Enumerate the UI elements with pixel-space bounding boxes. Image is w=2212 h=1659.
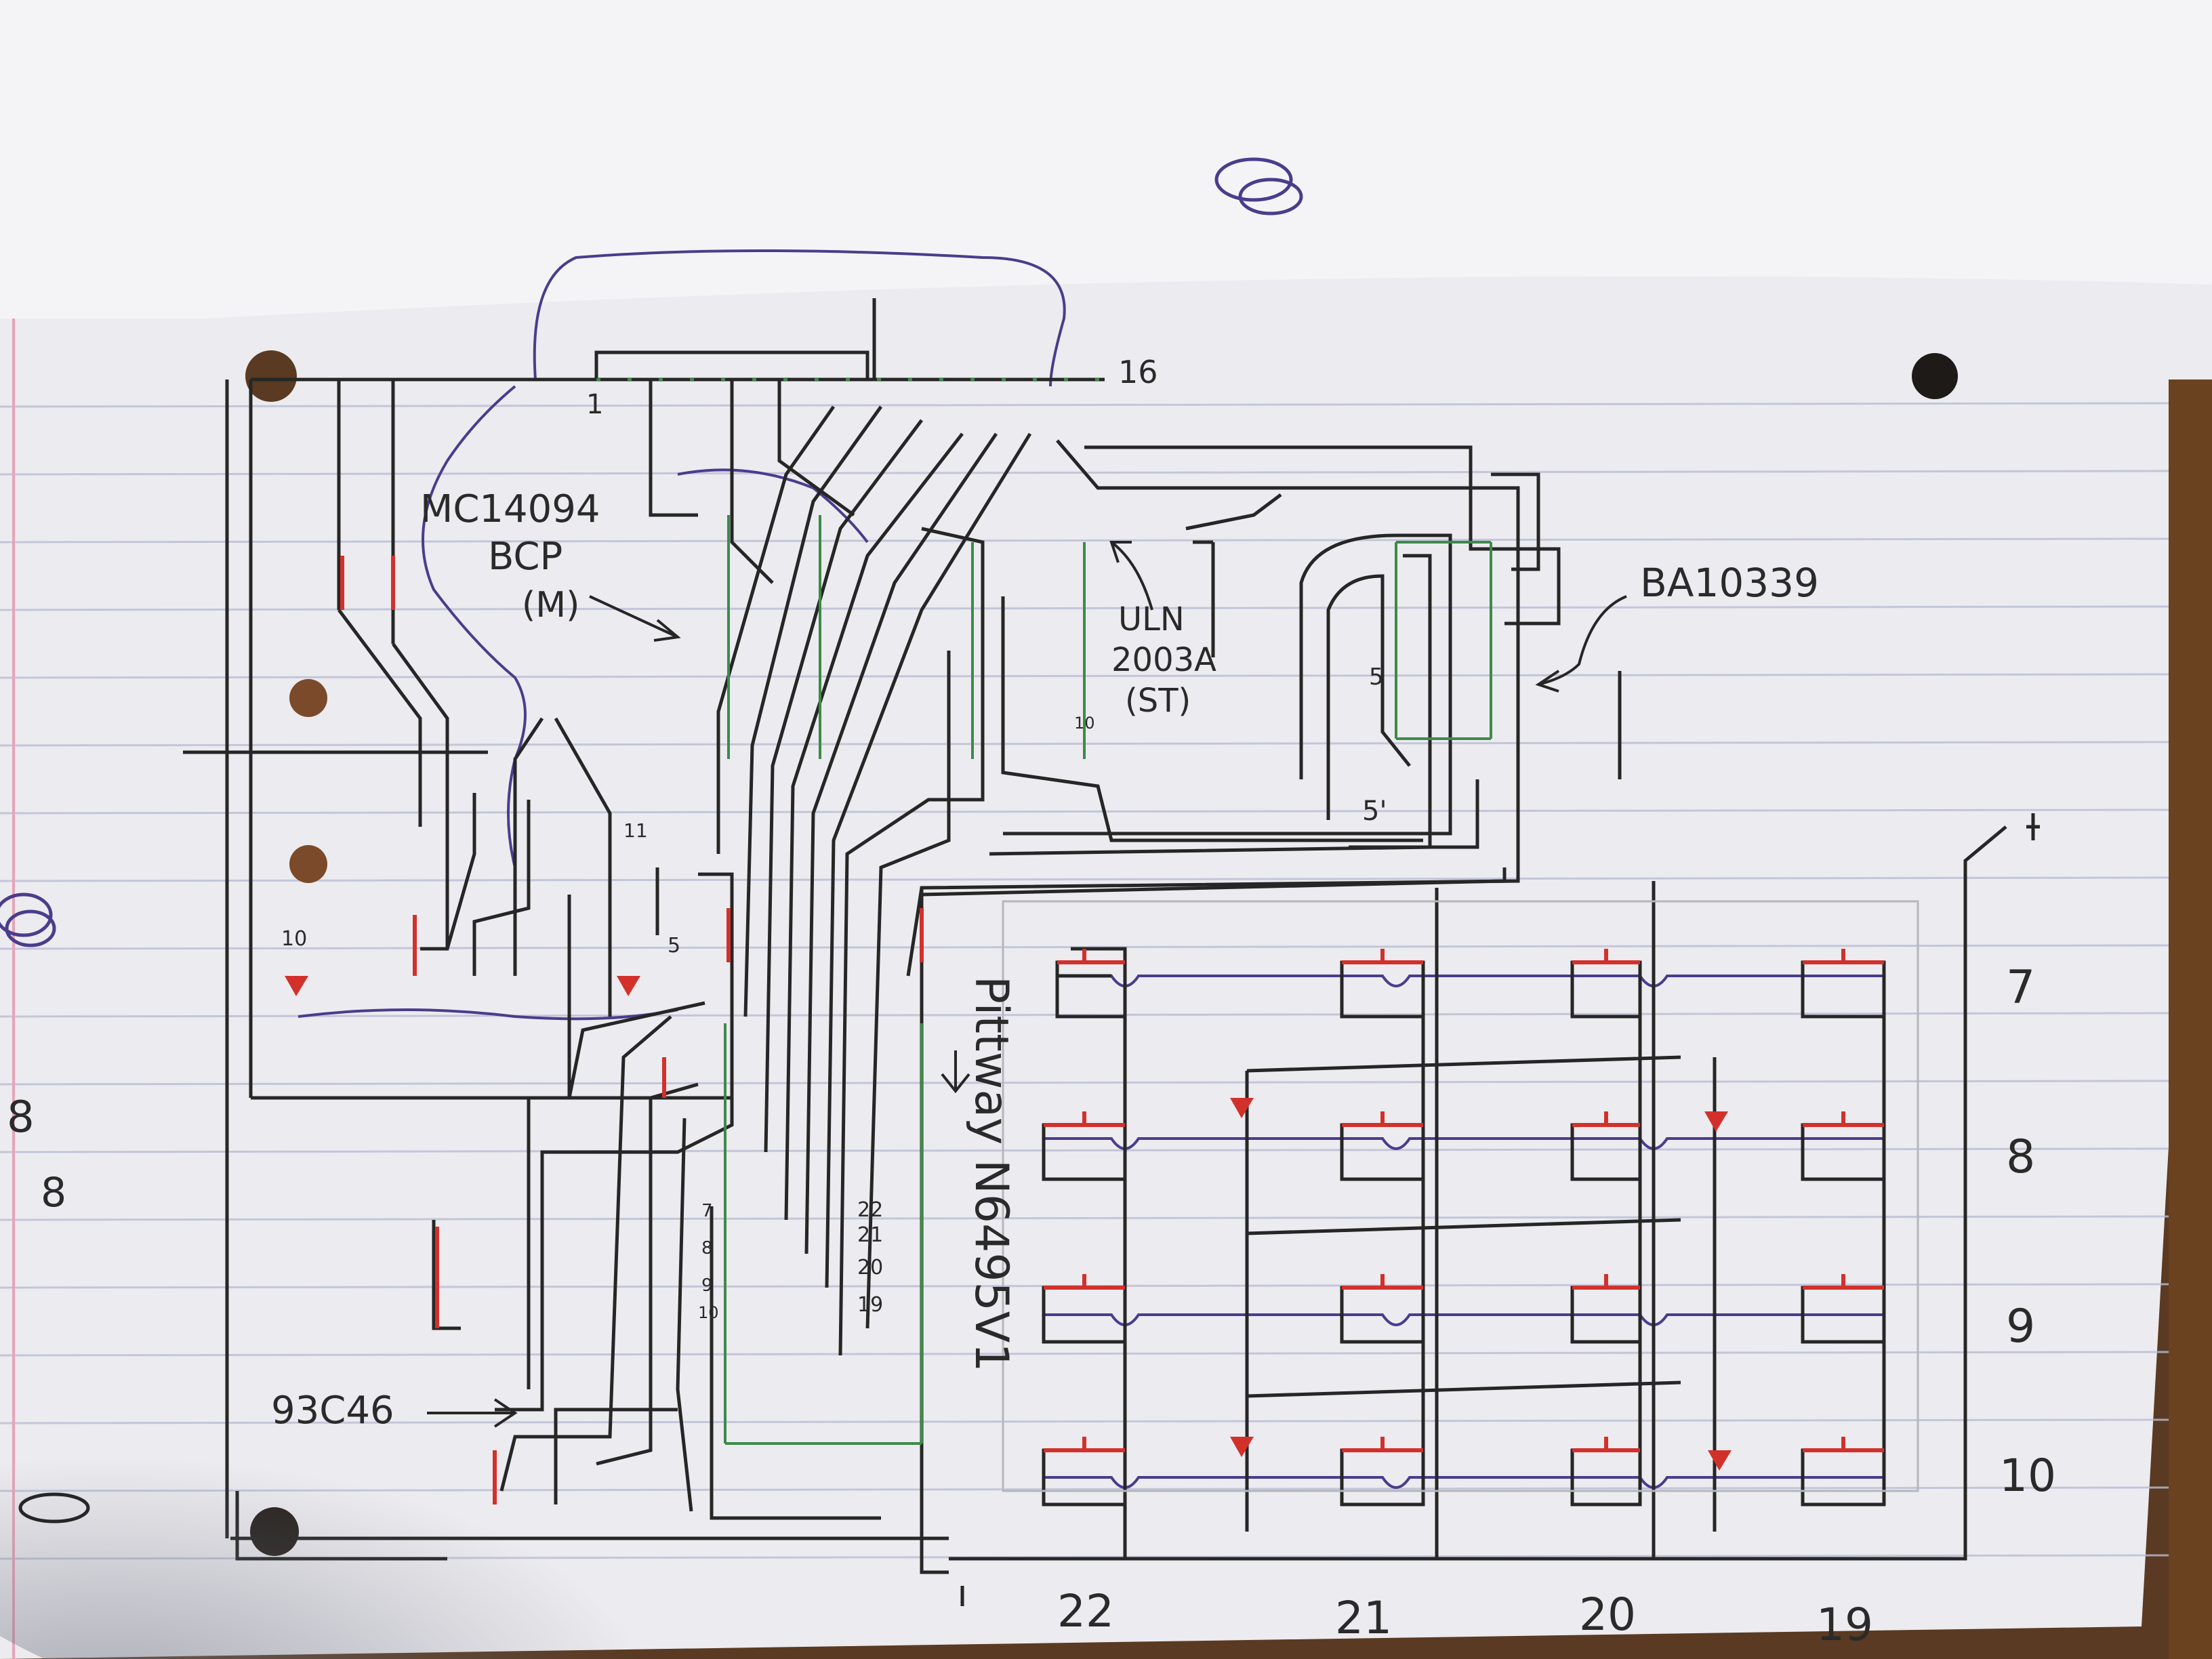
main-pin-22: 22 [857, 1198, 883, 1222]
main-pin-9: 9 [701, 1275, 713, 1296]
row-label-8: 8 [2006, 1130, 2035, 1184]
main-pin-19: 19 [857, 1293, 883, 1317]
pin-11-label: 11 [623, 819, 648, 842]
main-pin-10: 10 [698, 1303, 719, 1322]
row-label-7: 7 [2006, 961, 2035, 1015]
pin-16-label: 16 [1118, 354, 1158, 390]
ic-driver-line-3: (ST) [1125, 682, 1191, 720]
red-diodes [285, 976, 1732, 1471]
pin-5-label-a: 5 [1369, 663, 1384, 691]
pin-10-label: 10 [281, 927, 307, 951]
col-label-19: 19 [1816, 1599, 1873, 1651]
ic-main-label: Pittway N6495V1 [964, 976, 1018, 1372]
ic-driver-label: ULN 2003A (ST) [1111, 600, 1216, 720]
main-pin-8: 8 [701, 1238, 713, 1258]
margin-doodles [0, 893, 90, 1523]
paper-fold [0, 0, 2212, 319]
main-pin-20: 20 [857, 1256, 883, 1279]
row-label-9: 9 [2006, 1300, 2035, 1353]
keypad-outline [1002, 900, 1919, 1492]
col-label-21: 21 [1335, 1592, 1392, 1644]
main-pins-left: 7 8 9 10 [698, 1201, 719, 1322]
keypad-col-labels: 22 21 20 19 [1057, 1585, 1873, 1651]
main-pins-right: 22 21 20 19 [857, 1198, 883, 1317]
ic-eeprom-label: 93C46 [271, 1389, 394, 1433]
col-label-20: 20 [1579, 1589, 1636, 1641]
ic-shift-line-3: (M) [522, 585, 579, 626]
margin-scribbles: 8 8 [7, 1092, 66, 1216]
ic-comparator-label: BA10339 [1640, 560, 1819, 606]
margin-scribble-1: 8 [7, 1092, 35, 1143]
main-pin-7: 7 [701, 1201, 713, 1221]
col-label-22: 22 [1057, 1585, 1114, 1637]
ic-main-arrow [941, 1050, 970, 1094]
margin-scribble-2: 8 [41, 1169, 66, 1216]
pin-1-label: 1 [586, 389, 603, 420]
main-pin-21: 21 [857, 1223, 883, 1247]
keypad-traces [1042, 960, 1886, 1532]
ic-shift-line-1: MC14094 [420, 487, 600, 531]
keypad-row-labels: 7 8 9 10 [1999, 961, 2056, 1502]
hand-shadow [0, 1172, 1084, 1659]
pin-5-small: 5 [668, 934, 680, 958]
row-label-10: 10 [1999, 1450, 2056, 1502]
ic-driver-arrow [1109, 541, 1153, 611]
table-edge [2169, 380, 2212, 1659]
top-scribble [1214, 157, 1303, 216]
ic-driver-line-2: 2003A [1111, 641, 1216, 679]
pin-5-label-b: 5' [1362, 796, 1387, 827]
ic-shift-arrow [589, 595, 681, 642]
pin-10-small: 10 [1074, 714, 1095, 733]
ic-shift-label: MC14094 BCP (M) [420, 487, 600, 626]
red-marks [340, 556, 1884, 1504]
ic-eeprom-arrow [427, 1398, 518, 1428]
ic-shift-line-2: BCP [488, 535, 562, 579]
ic-comparator-arrow [1535, 595, 1627, 693]
